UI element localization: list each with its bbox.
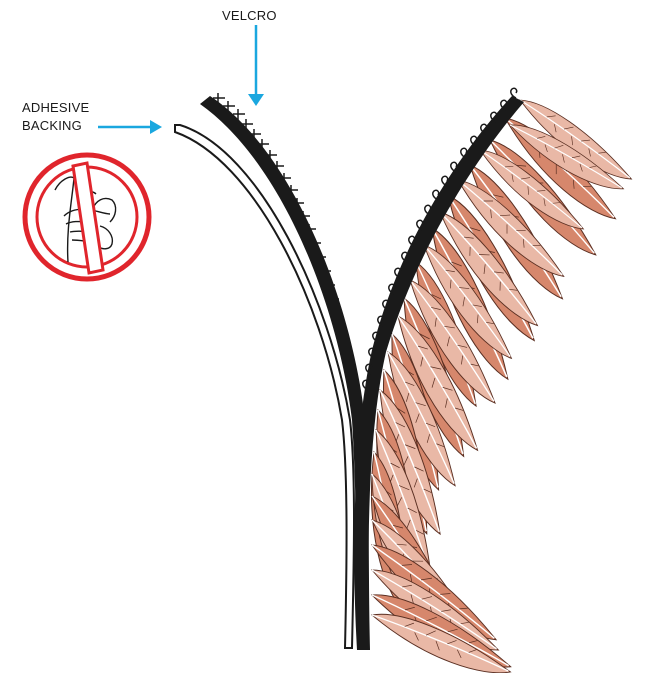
arrow-right-icon	[98, 120, 162, 134]
velcro-hook-strip	[200, 96, 370, 650]
arrow-down-icon	[248, 25, 264, 106]
adhesive-label-line1: ADHESIVE	[22, 99, 89, 117]
velcro-label: VELCRO	[222, 7, 277, 25]
adhesive-backing-label: ADHESIVE BACKING	[22, 99, 89, 135]
adhesive-label-line2: BACKING	[22, 117, 89, 135]
adhesive-backing-strip	[175, 125, 354, 648]
feather-cluster	[362, 89, 636, 673]
no-peel-icon	[25, 155, 149, 279]
